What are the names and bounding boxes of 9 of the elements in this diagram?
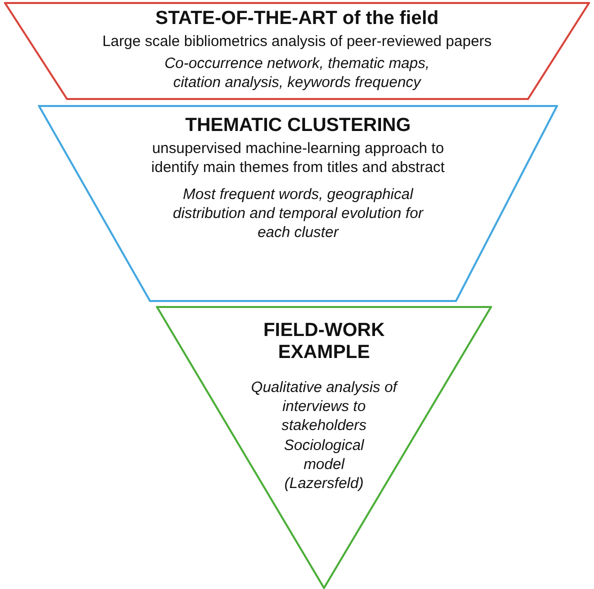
description-text: Large scale bibliometrics analysis of peer-reviewed papers	[101, 32, 493, 51]
section-heading: THEMATIC CLUSTERING	[184, 115, 412, 137]
description-text: unsupervised machine-learning approach to identify main themes from titles and abstract	[150, 139, 446, 177]
example-text: Qualitative analysis of interviews to stakeholders	[250, 378, 400, 435]
example-text: Most frequent words, geographical distribution and temporal evolution for each cluster	[172, 185, 424, 242]
example-text: Co-occurrence network, thematic maps, citation analysis, keywords frequency	[164, 54, 430, 92]
section-heading: STATE-OF-THE-ART of the field	[154, 8, 440, 30]
section-heading: FIELD-WORK EXAMPLE	[262, 320, 386, 364]
example-text: Sociological model (Lazersfeld)	[282, 436, 366, 493]
